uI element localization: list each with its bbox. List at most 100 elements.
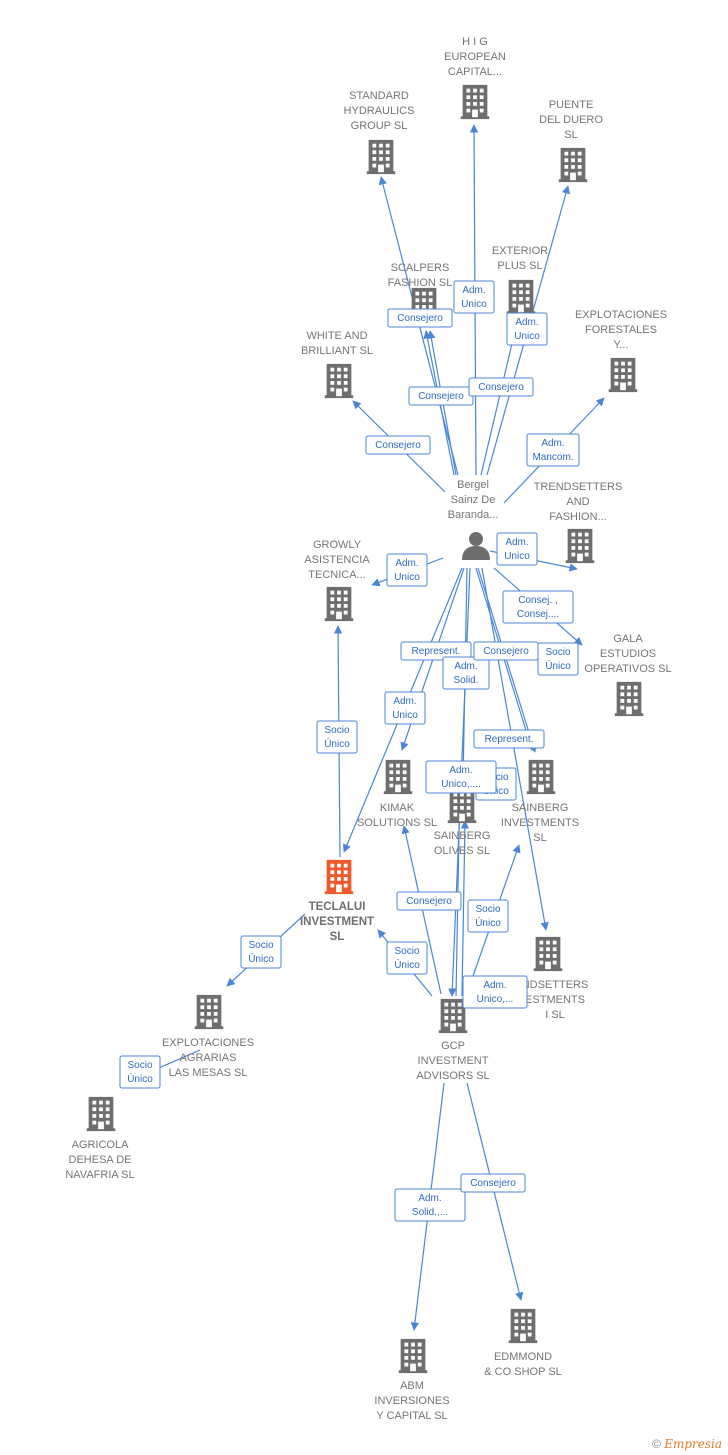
edge-label-box[interactable] [467,899,509,933]
edge-label-bergel-forestales[interactable]: Adm.Mancom. [526,433,580,467]
person-icon[interactable] [462,532,490,560]
building-icon[interactable] [366,139,396,175]
node-trendsetters[interactable]: TRENDSETTERSANDFASHION... [534,481,623,564]
edge-label-text: Único [324,737,350,750]
edge-label-text: Unico [504,551,530,562]
edge-label-box[interactable] [394,1188,466,1222]
node-growly[interactable]: GROWLYASISTENCIATECNICA... [304,539,370,622]
edge-label-gcp-edmmond[interactable]: Consejero [460,1173,526,1193]
edge-label-box[interactable] [387,308,453,328]
edge-label-box[interactable] [502,590,574,624]
edge-label-box[interactable] [496,532,538,566]
building-icon[interactable] [324,363,354,399]
edge-label-bergel-growly[interactable]: Adm.Unico [386,553,428,587]
edge-label-bergel-exterior[interactable]: Consejero [468,377,534,397]
edge-label-box[interactable] [386,941,428,975]
edge-label-box[interactable] [240,935,282,969]
building-icon[interactable] [86,1096,116,1132]
edge-label-box[interactable] [386,553,428,587]
building-icon[interactable] [194,994,224,1030]
edge-label-bergel-teclalui[interactable]: Represent. [400,641,472,661]
building-icon[interactable] [447,788,477,824]
edge-label-text: Consejero [470,1178,516,1189]
edge-label-bergel-trendsetters[interactable]: Adm.Unico [496,532,538,566]
edge-label-box[interactable] [526,433,580,467]
edge-label-box[interactable] [537,642,579,676]
footer-credit: © Empresia [652,1437,722,1451]
edge-label-gcp-abm[interactable]: Adm.Solid.,... [394,1188,466,1222]
edge-label-box[interactable] [400,641,472,661]
edge-label-box[interactable] [473,729,545,749]
edge-label-box[interactable] [506,312,548,346]
edge-label-gcp-sainberg_olives[interactable]: Adm.Unico,.... [425,760,497,794]
edge-label-bergel-white[interactable]: Consejero [365,435,431,455]
edge-label-bergel-sainberg_olives[interactable]: Adm.Solid. [442,656,490,690]
edge-label-box[interactable] [453,280,495,314]
building-icon[interactable] [398,1338,428,1374]
node-forestales[interactable]: EXPLOTACIONESFORESTALESY... [575,309,667,393]
edge-label-bergel-sainberg_inv[interactable]: Represent. [473,729,545,749]
building-icon[interactable] [614,681,644,717]
building-icon[interactable] [533,936,563,972]
building-icon[interactable] [324,586,354,622]
building-icon[interactable] [460,84,490,120]
edge-label-text: Socio [324,725,349,736]
edge-label-bergel-gala[interactable]: Consej. ,Consej.... [502,590,574,624]
edge-label-box[interactable] [460,1173,526,1193]
building-icon[interactable] [506,279,536,315]
edge-label-bergel-sainberg_inv[interactable]: Consejero [473,641,539,661]
node-label-growly: ASISTENCIA [304,554,370,566]
edge-label-box[interactable] [425,760,497,794]
edge-label-bergel-scalpers[interactable]: Consejero [408,386,474,406]
edge-label-box[interactable] [468,377,534,397]
edge-label-gcp-kimak[interactable]: Consejero [396,891,462,911]
edge-label-box[interactable] [396,891,462,911]
building-icon[interactable] [565,528,595,564]
edge-label-box[interactable] [462,975,528,1009]
building-icon[interactable] [383,759,413,795]
brand-logo[interactable]: Empresia [664,1437,722,1451]
edge-label-box[interactable] [119,1055,161,1089]
node-edmmond[interactable]: EDMMOND& CO SHOP SL [484,1308,562,1378]
edge-label-box[interactable] [442,656,490,690]
edge-label-text: Único [394,958,420,971]
edge-label-bergel-gcp[interactable]: Adm.Unico,... [462,975,528,1009]
building-icon[interactable] [558,147,588,183]
edge-label-box[interactable] [365,435,431,455]
building-icon[interactable] [508,1308,538,1344]
node-hig[interactable]: H I GEUROPEANCAPITAL... [444,36,506,120]
edge-label-bergel-puente[interactable]: Adm.Unico [506,312,548,346]
highlighted-building-icon[interactable] [324,859,354,895]
edge-label-text: Unico,.... [441,779,480,790]
edge-label-box[interactable] [316,720,358,754]
building-icon[interactable] [526,759,556,795]
edge-label-bergel-scalpers[interactable]: Consejero [387,308,453,328]
edge-label-bergel-kimak[interactable]: Adm.Unico [384,691,426,725]
edge-label-box[interactable] [384,691,426,725]
edge-label-bergel-hig[interactable]: Adm.Unico [453,280,495,314]
building-icon[interactable] [608,357,638,393]
